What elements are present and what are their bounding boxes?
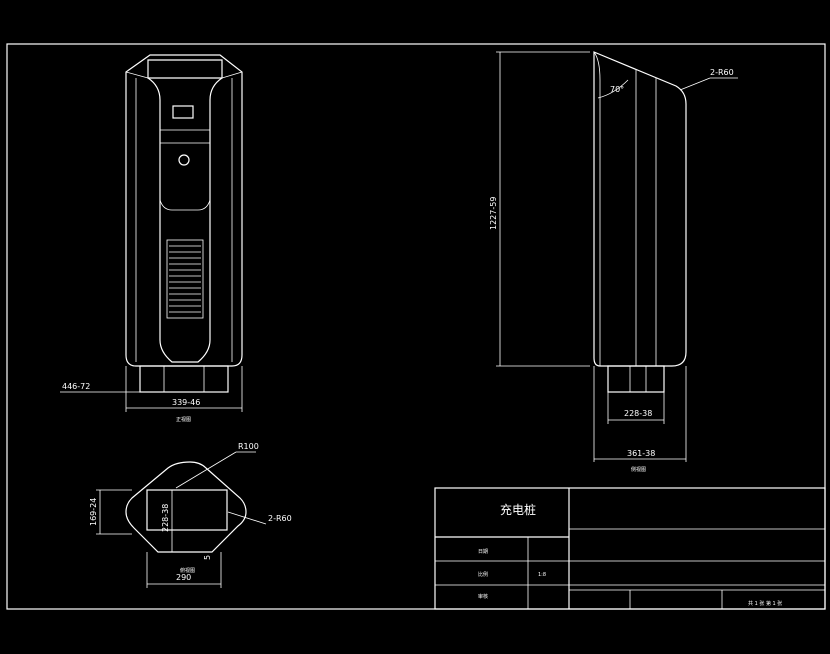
top-dim-radius: 2-R60 — [268, 514, 292, 523]
title-row2: 比例 — [478, 571, 488, 578]
top-dim-small: 5 — [203, 555, 212, 560]
side-dim-base: 228-38 — [624, 409, 652, 418]
front-dim-width: 339-46 — [172, 398, 200, 407]
top-dim-inner: 228-38 — [161, 504, 170, 532]
top-dim-height-left: 169-24 — [89, 498, 98, 526]
title-sheet: 共 1 张 第 1 张 — [748, 600, 782, 607]
title-row2-value: 1:8 — [538, 572, 546, 578]
top-view: R100 2-R60 169-24 228-38 5 290 俯视图 — [89, 442, 292, 588]
top-dim-width: 290 — [176, 573, 191, 582]
side-view: 70° 2-R60 1227-59 228-38 361-38 侧视图 — [489, 51, 738, 473]
side-view-label: 侧视图 — [631, 466, 646, 473]
front-view-label: 正视图 — [176, 416, 191, 423]
side-dim-height: 1227-59 — [489, 197, 498, 230]
front-view: 446-72 339-46 正视图 — [60, 54, 243, 423]
side-dim-depth: 361-38 — [627, 449, 655, 458]
front-dim-left: 446-72 — [62, 382, 90, 391]
top-dim-r: R100 — [238, 442, 259, 451]
top-view-label: 俯视图 — [180, 567, 195, 574]
title-block: 充电桩 日期 比例 1:8 审核 共 1 张 第 1 张 — [434, 487, 826, 610]
side-dim-radius: 2-R60 — [710, 68, 734, 77]
title-row3: 审核 — [478, 593, 488, 600]
title-name: 充电桩 — [500, 502, 536, 517]
title-row1: 日期 — [478, 549, 488, 555]
side-dim-angle: 70° — [610, 85, 624, 94]
drawing-border — [6, 43, 826, 610]
